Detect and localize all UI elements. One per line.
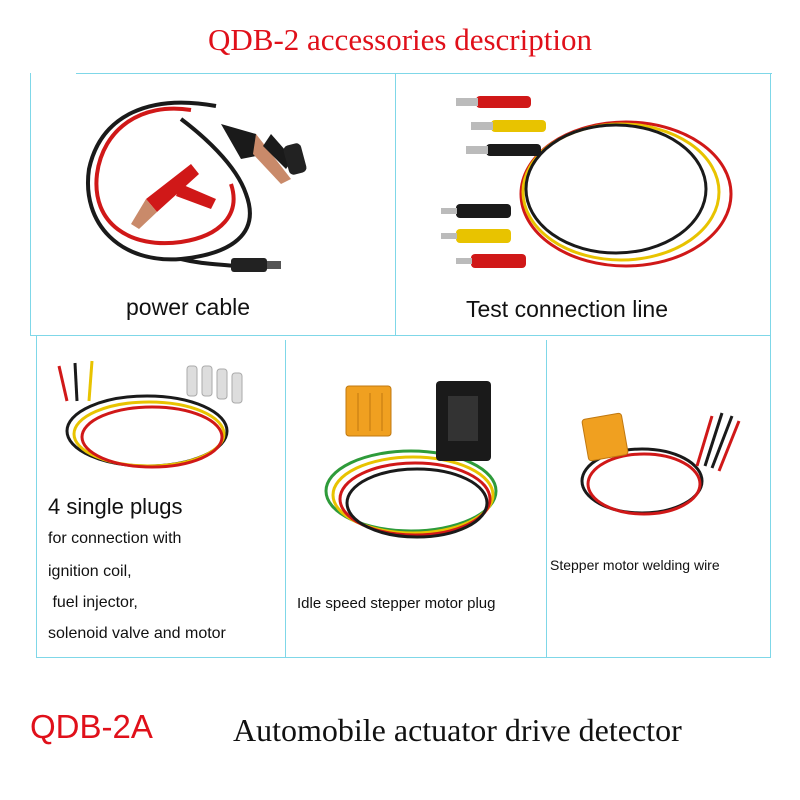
test-line-image (441, 96, 733, 268)
single-plugs-heading: 4 single plugs (48, 494, 183, 519)
idle-plug-label: Idle speed stepper motor plug (297, 595, 496, 612)
idle-plug-image (324, 381, 498, 539)
single-plugs-panel: 4 single plugs for connection with ignit… (37, 341, 285, 657)
test-line-panel: Test connection line (396, 74, 770, 335)
single-plugs-image (57, 360, 243, 469)
page-title: QDB-2 accessories description (208, 22, 592, 57)
grid-top (76, 73, 772, 74)
power-cable-label: power cable (126, 294, 251, 320)
welding-wire-panel: Stepper motor welding wire (547, 341, 770, 657)
grid-bottom-divider-1 (285, 340, 286, 658)
grid-left-bottom (36, 335, 37, 658)
grid-bottom-divider-2 (546, 340, 547, 658)
grid-left-top (30, 73, 31, 335)
grid-bottom (36, 657, 770, 658)
grid-mid-h (30, 335, 770, 336)
grid-top-divider (395, 73, 396, 335)
welding-wire-image (580, 412, 741, 516)
welding-wire-label: Stepper motor welding wire (550, 557, 720, 573)
test-line-label: Test connection line (466, 296, 669, 322)
idle-plug-panel: Idle speed stepper motor plug (286, 341, 546, 657)
single-plugs-line-3: fuel injector, (48, 594, 138, 611)
single-plugs-line-1: for connection with (48, 530, 182, 547)
single-plugs-line-2: ignition coil, (48, 563, 132, 580)
product-description: Automobile actuator drive detector (233, 712, 682, 748)
model-name: QDB-2A (30, 708, 153, 745)
power-cable-panel: power cable (31, 74, 395, 335)
power-cable-image (86, 100, 307, 272)
single-plugs-line-4: solenoid valve and motor (48, 625, 226, 642)
grid-right (770, 73, 771, 658)
